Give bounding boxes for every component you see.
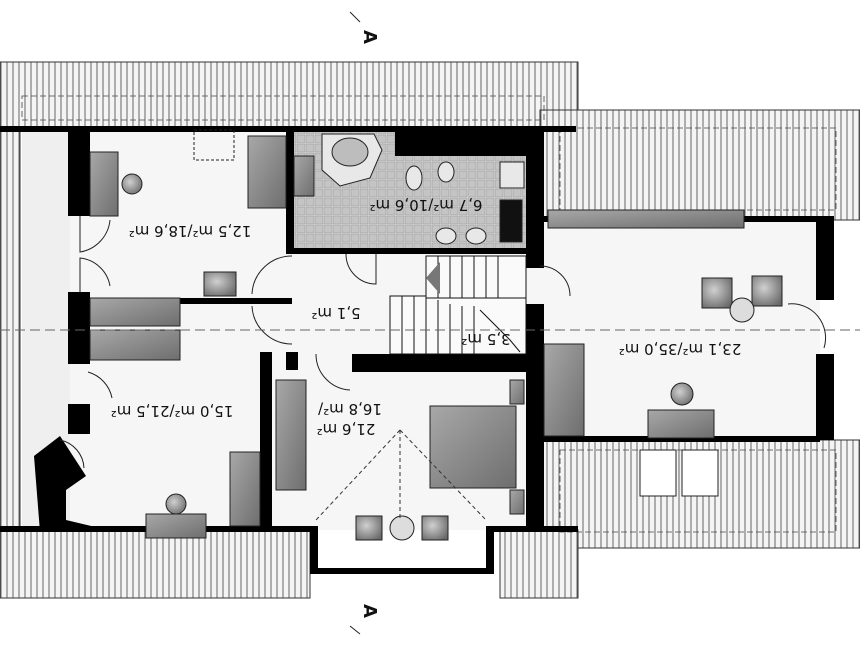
area-label-bathroom: 6,7 m²/10,6 m² bbox=[369, 196, 482, 214]
section-marker-top: A bbox=[349, 11, 380, 44]
area-label-bedroom-line2: 21,6 m² bbox=[317, 420, 376, 438]
section-marker-bottom: A bbox=[349, 604, 380, 635]
section-marker-bottom-letter: A bbox=[359, 604, 380, 618]
area-label-bedroom-line1: 16,8 m²/ bbox=[317, 400, 382, 418]
area-label-hall: 5,1 m² bbox=[311, 304, 360, 322]
area-label-room-right: 23,1 m²/35,0 m² bbox=[619, 340, 742, 358]
section-marker-top-letter: A bbox=[359, 30, 380, 44]
area-label-room-bottom-left: 15,0 m²/21,5 m² bbox=[111, 402, 234, 420]
bedroom-dashed-outline bbox=[315, 429, 487, 521]
area-label-stair: 3,5 m² bbox=[461, 330, 510, 348]
doors bbox=[59, 216, 827, 469]
area-label-study-top-left: 12,5 m²/18,6 m² bbox=[129, 222, 252, 240]
furniture bbox=[89, 129, 783, 541]
staircase bbox=[389, 255, 527, 355]
roof-hatch bbox=[0, 61, 860, 599]
